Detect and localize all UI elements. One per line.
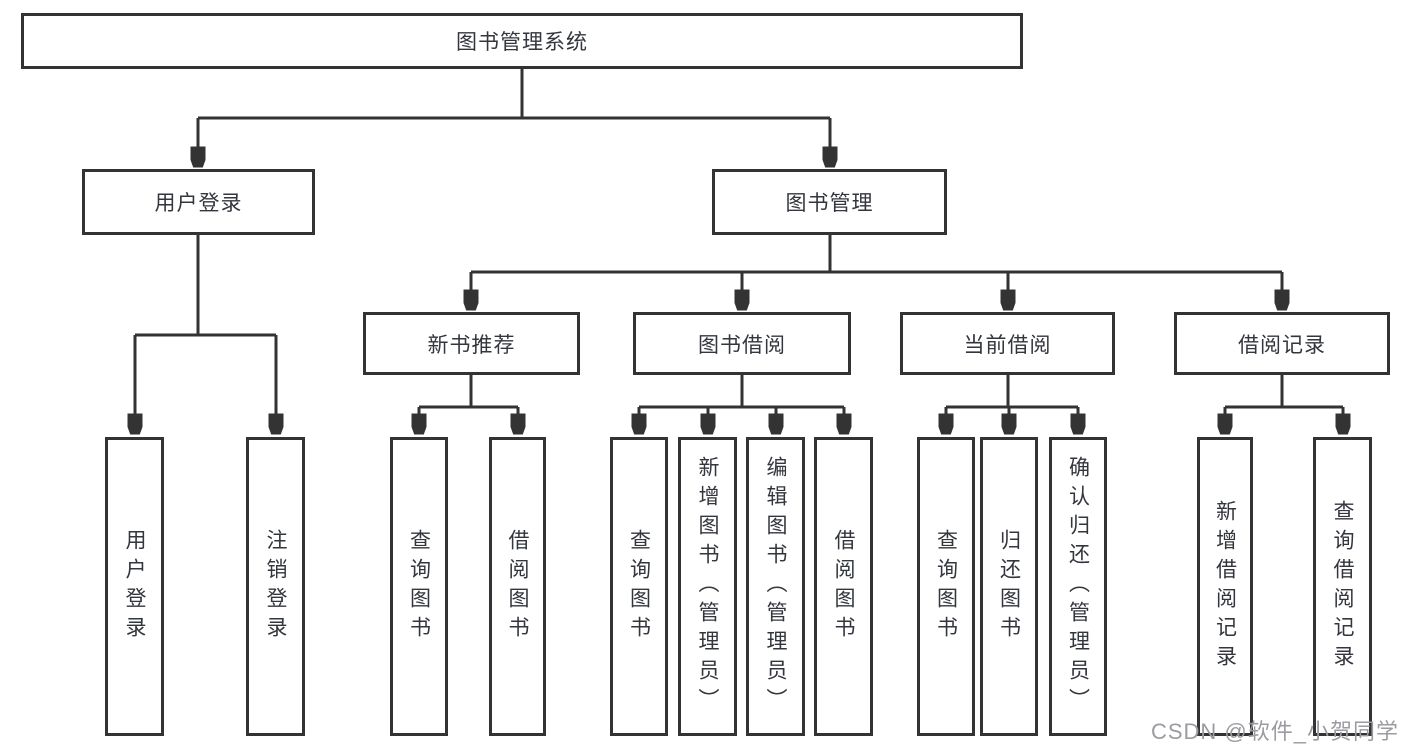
leaf-confirm-return-admin: 确认归还（管理员） bbox=[1049, 437, 1107, 736]
node-book-management: 图书管理 bbox=[712, 169, 947, 235]
leaf-query-books-borrow: 查询图书 bbox=[610, 437, 668, 736]
node-current-borrow: 当前借阅 bbox=[900, 312, 1115, 375]
node-user-login: 用户登录 bbox=[82, 169, 315, 235]
leaf-label: 查询图书 bbox=[407, 528, 431, 645]
leaf-edit-book-admin: 编辑图书（管理员） bbox=[746, 437, 805, 736]
node-book-borrow: 图书借阅 bbox=[633, 312, 851, 375]
leaf-return-book: 归还图书 bbox=[980, 437, 1038, 736]
leaf-logout-login: 注销登录 bbox=[246, 437, 305, 736]
leaf-label: 查询借阅记录 bbox=[1331, 499, 1354, 674]
node-root: 图书管理系统 bbox=[21, 13, 1023, 69]
leaf-borrow-books-recommend: 借阅图书 bbox=[489, 437, 546, 736]
leaf-label: 查询图书 bbox=[627, 528, 651, 645]
leaf-label: 编辑图书（管理员） bbox=[764, 456, 787, 717]
node-borrow-records: 借阅记录 bbox=[1174, 312, 1390, 375]
leaf-label: 借阅图书 bbox=[506, 528, 529, 645]
node-new-book-recommend: 新书推荐 bbox=[363, 312, 580, 375]
leaf-label: 确认归还（管理员） bbox=[1066, 456, 1090, 717]
leaf-query-books-current: 查询图书 bbox=[917, 437, 975, 736]
leaf-label: 借阅图书 bbox=[832, 528, 855, 645]
leaf-query-borrow-record: 查询借阅记录 bbox=[1313, 437, 1372, 736]
leaf-label: 归还图书 bbox=[997, 528, 1021, 645]
leaf-user-login: 用户登录 bbox=[105, 437, 164, 736]
leaf-label: 查询图书 bbox=[934, 528, 958, 645]
leaf-borrow-books: 借阅图书 bbox=[814, 437, 873, 736]
leaf-query-books-recommend: 查询图书 bbox=[390, 437, 448, 736]
leaf-add-borrow-record: 新增借阅记录 bbox=[1197, 437, 1253, 736]
leaf-label: 注销登录 bbox=[264, 528, 287, 645]
leaf-add-book-admin: 新增图书（管理员） bbox=[678, 437, 737, 736]
leaf-label: 用户登录 bbox=[123, 528, 146, 645]
csdn-watermark: CSDN @软件_小贺同学 bbox=[1150, 719, 1399, 744]
leaf-label: 新增借阅记录 bbox=[1213, 499, 1237, 674]
leaf-label: 新增图书（管理员） bbox=[696, 456, 719, 717]
